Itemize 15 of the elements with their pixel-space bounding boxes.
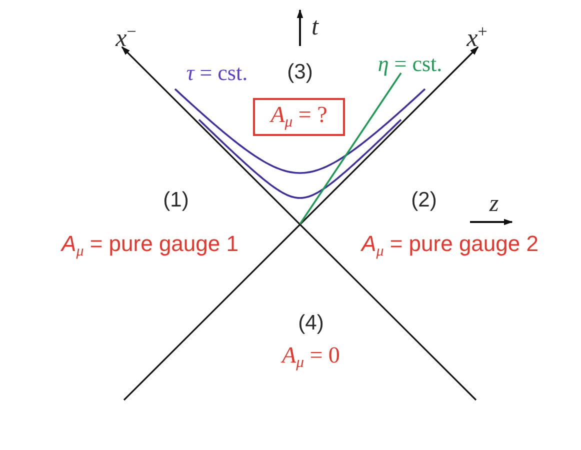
region-number: (1): [163, 190, 189, 210]
axis-label: x$^{+}$: [466, 22, 488, 52]
region-number: (2): [411, 190, 437, 210]
equation-box: [253, 98, 345, 136]
equation-label: A$_{μ}$ = pure gauge 2: [362, 232, 538, 260]
region-number: (3): [287, 62, 313, 82]
region-number: (4): [298, 312, 324, 334]
axis-label: z: [489, 192, 499, 216]
axis-label: x$^{−}$: [116, 22, 136, 52]
curve-label: η = cst.: [378, 53, 442, 75]
curve-label: τ = cst.: [186, 62, 248, 84]
equation-label: A$_{μ}$ = pure gauge 1: [62, 232, 238, 260]
equation-text: A$_{μ}$ = ?: [270, 103, 328, 131]
axis-label: t: [312, 14, 318, 40]
equation-label: A$_{μ}$ = 0: [282, 343, 340, 371]
